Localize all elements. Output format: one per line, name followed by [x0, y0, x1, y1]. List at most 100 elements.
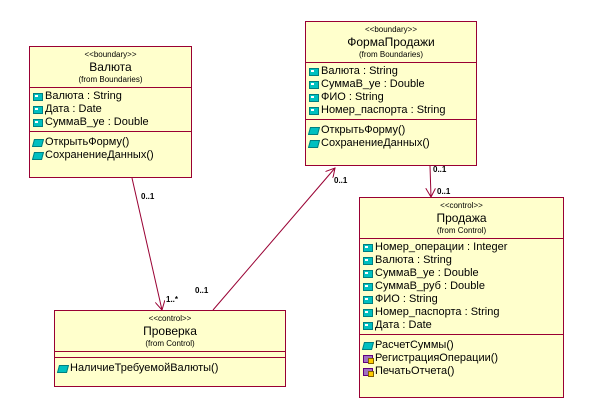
package-label: (from Boundaries) [358, 50, 424, 59]
attribute-row[interactable]: Валюта : String [363, 254, 560, 267]
attribute-icon [309, 106, 319, 115]
class-header: <<control>> Проверка (from Control) [55, 311, 285, 351]
class-name: Продажа [436, 211, 487, 225]
operation-icon [56, 364, 70, 373]
protected-operation-icon [363, 367, 374, 377]
attribute-icon [363, 321, 373, 330]
stereotype-label: <<control>> [148, 314, 192, 323]
attribute-row[interactable]: Валюта : String [309, 65, 473, 78]
package-label: (from Control) [436, 226, 487, 235]
attribute-icon [33, 105, 43, 114]
attribute-icon [363, 308, 373, 317]
attribute-icon [33, 92, 43, 101]
operation-row[interactable]: РасчетСуммы() [361, 339, 560, 352]
operation-row[interactable]: СохранениеДанных() [307, 137, 473, 150]
operation-icon [307, 139, 321, 148]
attribute-text: ФИО : String [321, 91, 384, 103]
operation-text: РегистрацияОперации() [375, 352, 499, 364]
attribute-icon [363, 256, 373, 265]
assoc-valuta-proverka [131, 177, 162, 310]
attributes-section: Валюта : String СуммаВ_ye : Double ФИО :… [306, 62, 476, 119]
attribute-row[interactable]: СуммаВ_ye : Double [309, 78, 473, 91]
attribute-icon [309, 67, 319, 76]
operation-text: ОткрытьФорму() [321, 124, 406, 136]
attribute-row[interactable]: СуммаВ_ye : Double [363, 267, 560, 280]
operation-row[interactable]: ОткрытьФорму() [31, 136, 188, 149]
mult-forma-src: 0..1 [433, 165, 447, 174]
class-name: Проверка [143, 324, 197, 338]
package-label: (from Boundaries) [78, 75, 143, 84]
operation-row[interactable]: НаличиеТребуемойВалюты() [56, 362, 282, 375]
operation-text: ПечатьОтчета() [375, 365, 455, 377]
attribute-text: ФИО : String [375, 293, 438, 305]
attribute-text: Дата : Date [375, 319, 432, 331]
attribute-row[interactable]: Номер_операции : Integer [363, 241, 560, 254]
attribute-row[interactable]: ФИО : String [363, 293, 560, 306]
attribute-row[interactable]: Номер_паспорта : String [363, 306, 560, 319]
assoc-forma-prodazha [430, 165, 431, 197]
operation-text: РасчетСуммы() [375, 339, 454, 351]
class-header: <<control>> Продажа (from Control) [360, 198, 563, 238]
operation-row[interactable]: РегистрацияОперации() [363, 352, 560, 365]
attribute-text: Валюта : String [375, 254, 452, 266]
operation-row[interactable]: ОткрытьФорму() [307, 124, 473, 137]
attribute-text: СуммаВ_ye : Double [45, 116, 149, 128]
class-name: ФормаПродажи [347, 35, 435, 49]
assoc-proverka-forma [212, 168, 335, 311]
attribute-text: СуммаВ_ye : Double [321, 78, 425, 90]
operations-section: ОткрытьФорму() СохранениеДанных() [30, 131, 191, 164]
class-prodazha[interactable]: <<control>> Продажа (from Control) Номер… [359, 197, 564, 398]
class-header: <<boundary>> ФормаПродажи (from Boundari… [306, 22, 476, 62]
operations-section: НаличиеТребуемойВалюты() [55, 357, 285, 377]
attribute-text: Номер_операции : Integer [375, 241, 508, 253]
attribute-icon [33, 118, 43, 127]
operations-section: ОткрытьФорму() СохранениеДанных() [306, 119, 476, 152]
attribute-icon [363, 243, 373, 252]
mult-proverka-dst: 1..* [166, 295, 179, 304]
mult-proverka-src: 0..1 [195, 286, 209, 295]
package-label: (from Control) [145, 339, 195, 348]
attribute-icon [309, 80, 319, 89]
operations-section: РасчетСуммы() РегистрацияОперации() Печа… [360, 334, 563, 380]
operation-icon [31, 151, 45, 160]
class-header: <<boundary>> Валюта (from Boundaries) [30, 47, 191, 87]
operation-text: НаличиеТребуемойВалюты() [70, 362, 219, 374]
attribute-row[interactable]: СуммаВ_ye : Double [33, 116, 188, 129]
operation-row[interactable]: ПечатьОтчета() [363, 365, 560, 378]
mult-forma-dst: 0..1 [334, 176, 348, 185]
attribute-row[interactable]: Дата : Date [33, 103, 188, 116]
stereotype-label: <<boundary>> [364, 25, 418, 34]
stereotype-label: <<control>> [440, 201, 483, 210]
attribute-text: СуммаВ_ye : Double [375, 267, 479, 279]
attribute-text: Номер_паспорта : String [321, 104, 446, 116]
class-forma-prodazhi[interactable]: <<boundary>> ФормаПродажи (from Boundari… [305, 21, 477, 166]
operation-icon [307, 126, 321, 135]
attributes-section [55, 351, 285, 357]
operation-text: ОткрытьФорму() [45, 136, 130, 148]
attribute-row[interactable]: Дата : Date [363, 319, 560, 332]
attribute-text: СуммаВ_руб : Double [375, 280, 485, 292]
operation-icon [31, 138, 45, 147]
attribute-row[interactable]: СуммаВ_руб : Double [363, 280, 560, 293]
operation-text: СохранениеДанных() [321, 137, 430, 149]
attributes-section: Номер_операции : Integer Валюта : String… [360, 238, 563, 334]
attribute-text: Валюта : String [45, 90, 122, 102]
mult-valuta-src: 0..1 [141, 192, 155, 201]
protected-operation-icon [363, 354, 374, 364]
attributes-section: Валюта : String Дата : Date СуммаВ_ye : … [30, 87, 191, 131]
class-name: Валюта [89, 60, 132, 74]
operation-icon [361, 341, 375, 350]
attribute-row[interactable]: Валюта : String [33, 90, 188, 103]
attribute-icon [363, 269, 373, 278]
class-proverka[interactable]: <<control>> Проверка (from Control) Нали… [54, 310, 286, 387]
operation-text: СохранениеДанных() [45, 149, 154, 161]
attribute-text: Номер_паспорта : String [375, 306, 500, 318]
attribute-row[interactable]: Номер_паспорта : String [309, 104, 473, 117]
attribute-icon [363, 282, 373, 291]
attribute-row[interactable]: ФИО : String [309, 91, 473, 104]
class-valuta[interactable]: <<boundary>> Валюта (from Boundaries) Ва… [29, 46, 192, 178]
attribute-icon [309, 93, 319, 102]
mult-prodazha-dst: 0..1 [437, 187, 451, 196]
operation-row[interactable]: СохранениеДанных() [31, 149, 188, 162]
